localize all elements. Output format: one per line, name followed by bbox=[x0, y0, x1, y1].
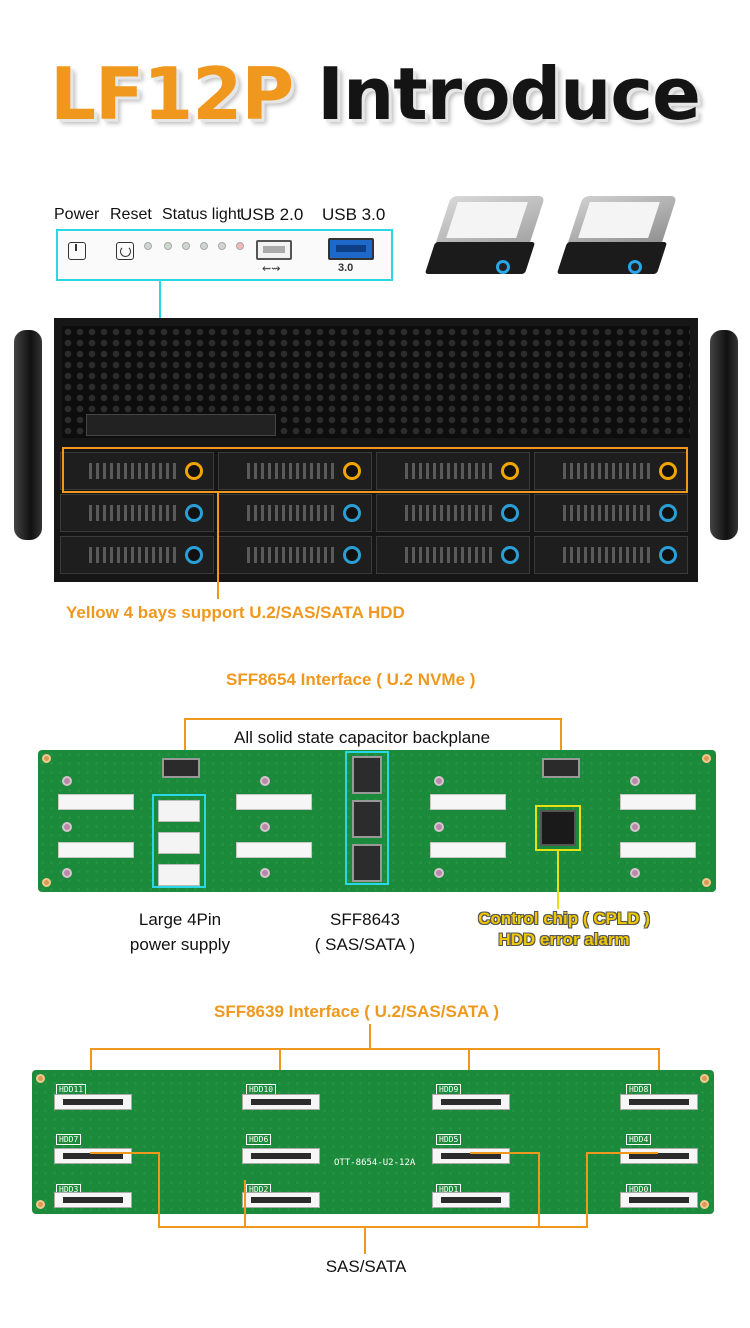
molex-connector bbox=[158, 864, 200, 886]
sff8654-port-left bbox=[162, 758, 200, 778]
cpld-callout-line bbox=[557, 851, 559, 909]
yellow-bays-callout-line bbox=[217, 493, 219, 599]
status-led bbox=[200, 242, 208, 250]
sff8643-port bbox=[352, 844, 382, 882]
usb2-port-icon bbox=[256, 240, 292, 260]
board-silkscreen: OTT-8654-U2-12A bbox=[334, 1158, 416, 1168]
yellow-bays-highlight bbox=[62, 447, 688, 493]
molex-connector bbox=[158, 832, 200, 854]
status-led bbox=[218, 242, 226, 250]
empty-tray-image bbox=[556, 196, 678, 292]
cpld-chip bbox=[540, 810, 576, 846]
alarm-led bbox=[236, 242, 244, 250]
sas-sata-caption: SAS/SATA bbox=[325, 1257, 407, 1276]
cpld-caption: Control chip ( CPLD ) HDD error alarm bbox=[478, 909, 650, 949]
cpld-highlight bbox=[535, 805, 581, 851]
sff8654-caption: SFF8654 Interface ( U.2 NVMe ) bbox=[226, 670, 476, 689]
sff8639-caption: SFF8639 Interface ( U.2/SAS/SATA ) bbox=[214, 1002, 499, 1021]
power-label: Power bbox=[54, 206, 100, 223]
front-io-panel: ⇜⇝ 3.0 bbox=[56, 229, 393, 281]
drive-bays bbox=[60, 448, 694, 576]
sff8654-bracket bbox=[184, 718, 562, 720]
sff8654-port-right bbox=[542, 758, 580, 778]
reset-label: Reset bbox=[110, 206, 152, 223]
usb2-label: USB 2.0 bbox=[240, 205, 304, 224]
status-led bbox=[144, 242, 152, 250]
title-word: Introduce bbox=[317, 52, 701, 136]
power-caption: Large 4Pin power supply bbox=[129, 910, 231, 954]
power-button-icon bbox=[68, 242, 86, 260]
sas-sata-bracket bbox=[158, 1226, 540, 1228]
sff8639-bracket bbox=[90, 1048, 660, 1050]
yellow-bays-caption: Yellow 4 bays support U.2/SAS/SATA HDD bbox=[66, 603, 405, 622]
capacitor-caption: All solid state capacitor backplane bbox=[230, 725, 495, 750]
right-handle bbox=[710, 330, 738, 540]
sff8643-caption: SFF8643 ( SAS/SATA ) bbox=[314, 910, 416, 954]
usb3-marking: 3.0 bbox=[338, 262, 354, 274]
status-light-label: Status light bbox=[162, 206, 242, 223]
server-chassis-image bbox=[14, 318, 738, 582]
molex-connector bbox=[158, 800, 200, 822]
sff8643-port bbox=[352, 756, 382, 794]
page-title: LF12P Introduce bbox=[0, 52, 750, 136]
left-handle bbox=[14, 330, 42, 540]
usb3-label: USB 3.0 bbox=[322, 205, 386, 224]
mini-front-io bbox=[86, 414, 276, 436]
power-highlight bbox=[152, 794, 206, 888]
backplane-front-image: HDD11 HDD10 HDD9 HDD8 HDD7 HDD6 HDD5 HDD… bbox=[32, 1070, 714, 1214]
sff8643-highlight bbox=[345, 751, 389, 885]
status-led bbox=[182, 242, 190, 250]
status-led bbox=[164, 242, 172, 250]
title-model: LF12P bbox=[50, 52, 294, 136]
sff8643-port bbox=[352, 800, 382, 838]
usb-symbol-icon: ⇜⇝ bbox=[262, 263, 281, 275]
reset-button-icon bbox=[116, 242, 134, 260]
hdd-with-tray-image bbox=[424, 196, 546, 292]
usb3-port-icon bbox=[328, 238, 374, 260]
